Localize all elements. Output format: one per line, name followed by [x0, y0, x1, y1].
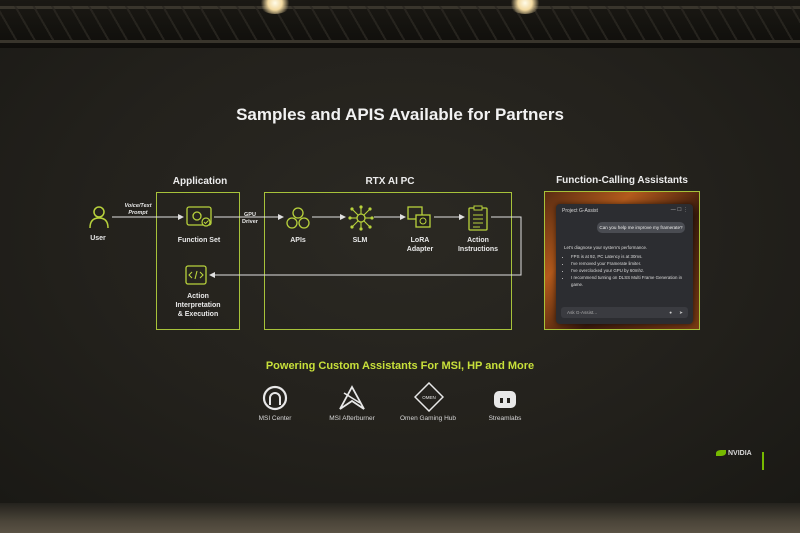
- g-assist-window: Project G-Assist — ☐ ⋮ Can you help me i…: [556, 204, 693, 324]
- action-exec-label: Action Interpretation & Execution: [162, 292, 234, 319]
- powering-heading: Powering Custom Assistants For MSI, HP a…: [265, 360, 535, 372]
- nvidia-wordmark: NVIDIA: [728, 450, 752, 457]
- nvidia-logo: NVIDIA: [716, 450, 752, 457]
- slm-network-icon: [348, 205, 374, 231]
- voice-prompt-line-2: Prompt: [128, 210, 148, 216]
- voice-prompt-label: Voice/Text Prompt: [118, 203, 158, 217]
- g-assist-title: Project G-Assist: [562, 208, 598, 214]
- slide-title: Samples and APIS Available for Partners: [236, 105, 564, 124]
- checklist-icon: [468, 205, 488, 231]
- msi-afterburner-icon: [339, 385, 365, 410]
- action-exec-line-3: & Execution: [177, 311, 219, 318]
- response-bullet: I've overclocked your GPU by 60mhz.: [571, 267, 684, 274]
- lora-line-2: Adapter: [406, 246, 434, 253]
- function-set-label: Function Set: [177, 237, 221, 244]
- omen-icon: OMEN: [414, 382, 444, 412]
- partner-label: MSI Afterburner: [329, 415, 375, 422]
- stage-floor: [0, 503, 800, 533]
- code-icon: [185, 265, 207, 285]
- application-title: Application: [172, 176, 228, 187]
- accent-bar: [762, 452, 764, 470]
- rtx-ai-pc-title: RTX AI PC: [365, 176, 415, 187]
- voice-prompt-line-1: Voice/Text: [124, 203, 152, 209]
- truss-beam-bottom: [0, 40, 800, 43]
- assistants-title: Function-Calling Assistants: [556, 175, 688, 186]
- send-icon[interactable]: ➤: [679, 310, 683, 315]
- function-set-icon: [186, 206, 212, 227]
- stage-light: [258, 0, 292, 14]
- streamlabs-icon: [494, 391, 516, 408]
- assistant-panel: Project G-Assist — ☐ ⋮ Can you help me i…: [544, 191, 700, 330]
- ceiling-truss: [0, 0, 800, 48]
- gpu-driver-line-1: GPU: [244, 212, 256, 218]
- svg-text:OMEN: OMEN: [422, 395, 436, 400]
- ask-input-placeholder: Ask G-Assist...: [567, 310, 598, 315]
- truss-lattice: [0, 6, 800, 42]
- partner-label: Omen Gaming Hub: [400, 415, 456, 422]
- action-instructions-line-1: Action: [467, 237, 489, 244]
- response-bullet: FPS is at 92, PC Latency is at 30ms.: [571, 253, 684, 260]
- apis-icon: [286, 207, 310, 229]
- mic-icon[interactable]: ●: [669, 310, 672, 315]
- action-instructions-line-2: Instructions: [457, 246, 499, 253]
- user-question-bubble: Can you help me improve my framerate?: [597, 222, 685, 233]
- response-bullet: I recommend turning on DLSS Multi Frame …: [571, 274, 684, 288]
- partner-label: Streamlabs: [488, 415, 522, 422]
- user-label: User: [90, 235, 106, 242]
- action-instructions-label: Action Instructions: [450, 236, 506, 254]
- partner-label: MSI Center: [258, 415, 292, 422]
- assistant-response: Let's diagnose your system's performance…: [564, 244, 684, 288]
- action-exec-line-1: Action: [187, 293, 209, 300]
- gpu-driver-line-2: Driver: [242, 219, 258, 225]
- gpu-driver-label: GPU Driver: [236, 212, 264, 226]
- nvidia-eye-icon: [716, 450, 726, 457]
- apis-label: APIs: [290, 237, 306, 244]
- action-exec-line-2: Interpretation: [175, 302, 221, 309]
- response-bullet: I've removed your Framerate limiter.: [571, 260, 684, 267]
- response-intro: Let's diagnose your system's performance…: [564, 245, 648, 250]
- msi-center-icon: [262, 385, 288, 411]
- window-controls[interactable]: — ☐ ⋮: [670, 207, 688, 213]
- slm-label: SLM: [352, 237, 368, 244]
- lora-adapter-icon: [407, 206, 431, 228]
- ask-input[interactable]: Ask G-Assist... ● ➤: [561, 307, 688, 318]
- lora-line-1: LoRA: [410, 237, 430, 244]
- stage-light: [508, 0, 542, 14]
- lora-label: LoRA Adapter: [400, 236, 440, 254]
- user-icon: [89, 206, 109, 229]
